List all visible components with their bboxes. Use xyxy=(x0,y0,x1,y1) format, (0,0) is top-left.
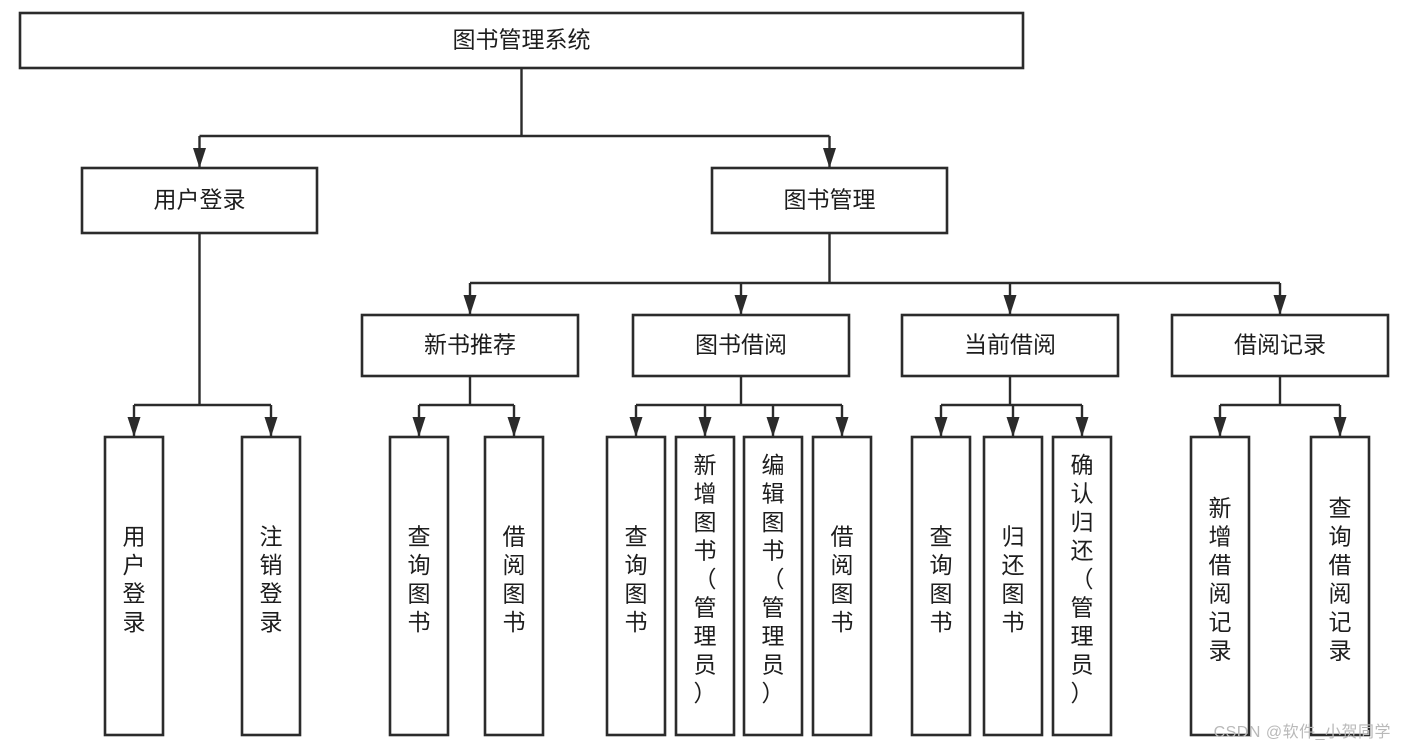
node-label-leaf-edit-book: 编辑图书（管理员） xyxy=(762,452,785,706)
node-leaf-return-book[interactable]: 归还图书 xyxy=(982,435,1044,737)
node-box-leaf-logout[interactable] xyxy=(240,435,302,737)
node-box-leaf-query-book-3[interactable] xyxy=(910,435,972,737)
node-label-leaf-add-record: 新增借阅记录 xyxy=(1209,495,1232,664)
node-box-current-borrow[interactable] xyxy=(900,313,1120,378)
node-root[interactable]: 图书管理系统 xyxy=(18,11,1025,70)
node-label-leaf-borrow-book-2: 借阅图书 xyxy=(831,523,854,635)
node-label-leaf-query-book-1: 查询图书 xyxy=(408,523,431,635)
node-leaf-confirm-return[interactable]: 确认归还（管理员） xyxy=(1051,435,1113,737)
node-label-leaf-query-book-2: 查询图书 xyxy=(625,523,648,635)
node-box-leaf-user-login[interactable] xyxy=(103,435,165,737)
node-label-book-manage: 图书管理 xyxy=(784,187,876,213)
node-box-user-login[interactable] xyxy=(80,166,319,235)
node-box-leaf-query-book-2[interactable] xyxy=(605,435,667,737)
node-label-leaf-user-login: 用户登录 xyxy=(123,523,146,635)
node-book-manage[interactable]: 图书管理 xyxy=(710,166,949,235)
node-box-leaf-edit-book[interactable] xyxy=(742,435,804,737)
node-leaf-query-book-3[interactable]: 查询图书 xyxy=(910,435,972,737)
node-label-borrow-record: 借阅记录 xyxy=(1234,332,1326,358)
node-leaf-user-login[interactable]: 用户登录 xyxy=(103,435,165,737)
node-label-current-borrow: 当前借阅 xyxy=(964,332,1056,358)
node-box-leaf-query-record[interactable] xyxy=(1309,435,1371,737)
node-leaf-query-book-1[interactable]: 查询图书 xyxy=(388,435,450,737)
node-box-leaf-add-book[interactable] xyxy=(674,435,736,737)
node-box-root[interactable] xyxy=(18,11,1025,70)
node-label-leaf-query-book-3: 查询图书 xyxy=(930,523,953,635)
node-label-user-login: 用户登录 xyxy=(154,187,246,213)
node-leaf-borrow-book-1[interactable]: 借阅图书 xyxy=(483,435,545,737)
node-label-leaf-logout: 注销登录 xyxy=(260,523,283,635)
node-box-new-book-rec[interactable] xyxy=(360,313,580,378)
node-current-borrow[interactable]: 当前借阅 xyxy=(900,313,1120,378)
node-leaf-query-book-2[interactable]: 查询图书 xyxy=(605,435,667,737)
node-box-borrow-record[interactable] xyxy=(1170,313,1390,378)
node-leaf-edit-book[interactable]: 编辑图书（管理员） xyxy=(742,435,804,737)
node-label-leaf-add-book: 新增图书（管理员） xyxy=(694,452,717,706)
node-label-leaf-confirm-return: 确认归还（管理员） xyxy=(1071,452,1094,706)
connector-layer xyxy=(127,68,1347,437)
node-label-leaf-query-record: 查询借阅记录 xyxy=(1329,495,1352,664)
node-box-leaf-confirm-return[interactable] xyxy=(1051,435,1113,737)
node-new-book-rec[interactable]: 新书推荐 xyxy=(360,313,580,378)
node-box-book-borrow[interactable] xyxy=(631,313,851,378)
node-user-login[interactable]: 用户登录 xyxy=(80,166,319,235)
node-label-leaf-return-book: 归还图书 xyxy=(1002,523,1025,635)
node-box-leaf-borrow-book-1[interactable] xyxy=(483,435,545,737)
node-box-leaf-query-book-1[interactable] xyxy=(388,435,450,737)
node-label-leaf-borrow-book-1: 借阅图书 xyxy=(503,523,526,635)
node-label-root: 图书管理系统 xyxy=(453,27,591,53)
node-leaf-add-record[interactable]: 新增借阅记录 xyxy=(1189,435,1251,737)
node-leaf-add-book[interactable]: 新增图书（管理员） xyxy=(674,435,736,737)
node-box-leaf-return-book[interactable] xyxy=(982,435,1044,737)
node-box-book-manage[interactable] xyxy=(710,166,949,235)
node-book-borrow[interactable]: 图书借阅 xyxy=(631,313,851,378)
node-leaf-logout[interactable]: 注销登录 xyxy=(240,435,302,737)
node-leaf-query-record[interactable]: 查询借阅记录 xyxy=(1309,435,1371,737)
node-box-leaf-borrow-book-2[interactable] xyxy=(811,435,873,737)
node-leaf-borrow-book-2[interactable]: 借阅图书 xyxy=(811,435,873,737)
node-label-book-borrow: 图书借阅 xyxy=(695,332,787,358)
node-borrow-record[interactable]: 借阅记录 xyxy=(1170,313,1390,378)
node-box-leaf-add-record[interactable] xyxy=(1189,435,1251,737)
node-layer: 图书管理系统用户登录图书管理新书推荐图书借阅当前借阅借阅记录用户登录注销登录查询… xyxy=(18,11,1390,737)
node-label-new-book-rec: 新书推荐 xyxy=(424,332,516,358)
